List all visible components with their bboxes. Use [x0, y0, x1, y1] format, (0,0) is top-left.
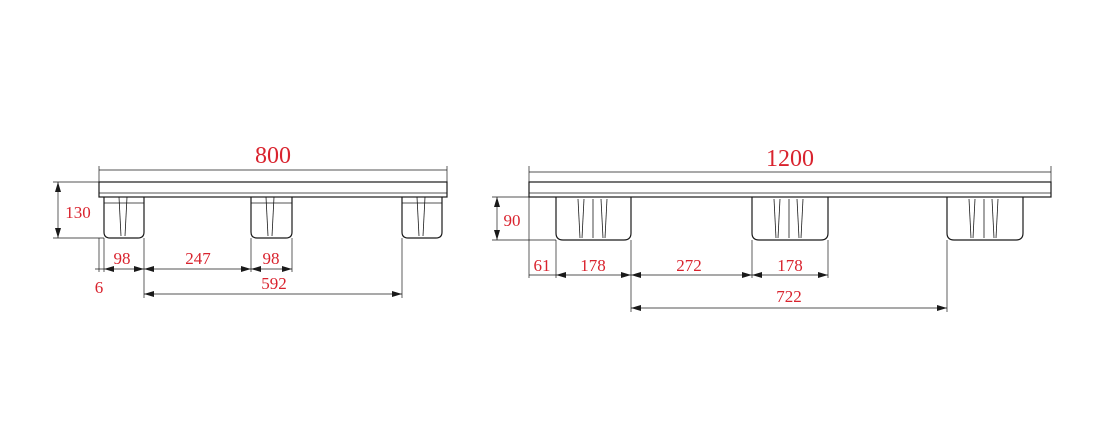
overall-length-label: 800	[255, 143, 291, 169]
block-width-left-label: 178	[580, 256, 606, 275]
chain-dimensions-800: 98 247 98 6	[95, 249, 292, 297]
overall-dimension-800: 800	[98, 143, 448, 182]
extension-lines-1200	[528, 197, 948, 312]
block-left-800	[103, 196, 145, 239]
block-right-800	[401, 196, 443, 239]
block-width-left-label: 98	[114, 249, 131, 268]
overall-dimension-1200: 1200	[528, 146, 1052, 182]
pallet-side-view-1200: 1200 90 61	[492, 146, 1052, 312]
span-label: 722	[776, 287, 802, 306]
height-label: 90	[504, 211, 521, 230]
edge-offset-label: 6	[95, 278, 104, 297]
pallet-side-view-800: 800 130 98	[53, 143, 448, 298]
block-right-1200	[946, 197, 1024, 241]
span-label: 592	[261, 274, 287, 293]
height-dimension-800: 130	[53, 181, 104, 239]
deck-800	[98, 181, 448, 198]
gap-label: 247	[185, 249, 211, 268]
edge-offset-label: 61	[534, 256, 551, 275]
height-dimension-1200: 90	[492, 196, 556, 241]
height-label: 130	[65, 203, 91, 222]
block-middle-800	[250, 196, 293, 239]
block-width-middle-label: 178	[777, 256, 803, 275]
block-left-1200	[555, 197, 632, 241]
span-dimension-1200: 722	[631, 287, 947, 311]
block-width-middle-label: 98	[263, 249, 280, 268]
overall-length-label: 1200	[766, 146, 814, 172]
span-dimension-800: 592	[144, 274, 402, 297]
deck-1200	[528, 181, 1052, 198]
block-middle-1200	[751, 197, 829, 241]
extension-lines-800	[98, 238, 403, 298]
chain-dimensions-1200: 61 178 272 178	[529, 256, 828, 278]
gap-label: 272	[676, 256, 702, 275]
